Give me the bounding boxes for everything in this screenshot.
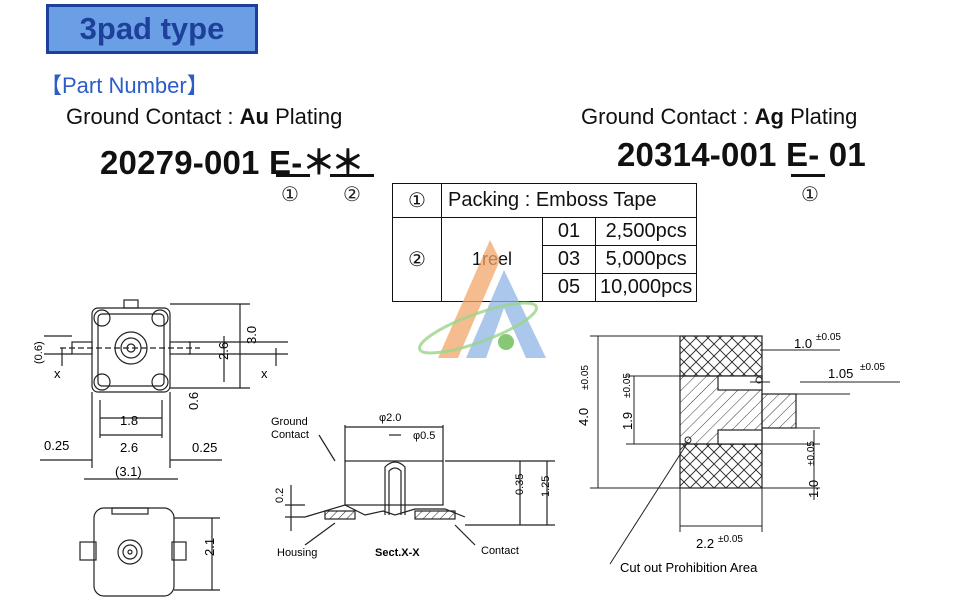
right-marker-1: ① — [801, 184, 819, 206]
dim-label: 1.8 — [120, 413, 138, 428]
dim-label: 2.6 — [216, 342, 231, 360]
left-code-underline — [276, 174, 310, 177]
option-code: 05 — [542, 273, 596, 302]
ground-label: Ground — [271, 416, 308, 428]
reel-label: 1reel — [441, 217, 543, 302]
dim-tol: ±0.05 — [816, 332, 841, 343]
dim-label: (0.6) — [33, 341, 45, 364]
left-tail-underline — [330, 174, 374, 177]
dim-label: 3.0 — [244, 326, 259, 344]
section-label: Sect.X-X — [375, 547, 420, 559]
right-ground-contact: Ground Contact : Ag Plating — [581, 104, 858, 129]
packing-row1-text: Packing : Emboss Tape — [440, 183, 698, 218]
dim-label: 2.2 — [696, 536, 714, 551]
option-code: 03 — [542, 245, 596, 274]
dim-label: 0.25 — [192, 440, 217, 455]
cutout-label: Cut out Prohibition Area — [620, 560, 758, 575]
ground-contact-label: Contact — [271, 429, 309, 441]
section-mark: x — [54, 366, 61, 381]
packing-table: ① Packing : Emboss Tape ② 1reel 01 2,500… — [392, 183, 698, 302]
packing-row1-symbol: ① — [392, 183, 442, 218]
dim-label: 2.6 — [120, 440, 138, 455]
dim-label: 1.0 — [806, 480, 821, 498]
dim-label: (3.1) — [115, 464, 142, 479]
left-part-number: 20279-001 E-＊＊ — [100, 144, 364, 181]
dim-tol: ±0.05 — [806, 441, 817, 466]
watermark-logo — [418, 240, 546, 358]
right-code-underline — [791, 174, 825, 177]
top-view-drawing: (0.6) 3.0 2.6 0.6 1.8 0.25 2.6 0.25 (3.1… — [33, 299, 288, 480]
section-title: 3pad type — [46, 4, 258, 54]
bottom-view-drawing: 2.1 — [79, 507, 220, 597]
dim-tol: ±0.05 — [718, 534, 743, 545]
option-qty: 10,000pcs — [594, 273, 698, 302]
housing-label: Housing — [277, 547, 317, 559]
dim-label: 1.05 — [828, 366, 853, 381]
left-marker-1: ① — [281, 184, 299, 206]
dim-label: 1.25 — [540, 476, 552, 497]
dim-label: 1.9 — [620, 412, 635, 430]
option-qty: 5,000pcs — [594, 245, 698, 274]
dim-label: 1.0 — [794, 336, 812, 351]
part-number-heading: 【Part Number】 — [40, 73, 209, 98]
right-part-number: 20314-001 E- 01 — [617, 136, 866, 173]
dim-label: 0.2 — [274, 488, 286, 503]
section-view-drawing: Ground Contact Housing Sect.X-X Contact … — [271, 412, 555, 559]
option-qty: 2,500pcs — [594, 217, 698, 246]
footprint-drawing: 4.0 ±0.05 1.9 ±0.05 1.0 ±0.05 1.05 ±0.05… — [576, 332, 900, 575]
dim-tol: ±0.05 — [860, 362, 885, 373]
dim-label: 0.35 — [514, 474, 526, 495]
dim-label: 4.0 — [576, 408, 591, 426]
left-marker-2: ② — [343, 184, 361, 206]
dim-label: φ0.5 — [413, 430, 435, 442]
dim-label: 0.25 — [44, 438, 69, 453]
dim-label: 2.1 — [202, 538, 217, 556]
dim-tol: ±0.05 — [622, 373, 633, 398]
dim-tol: ±0.05 — [580, 365, 591, 390]
left-ground-contact: Ground Contact : Au Plating — [66, 104, 343, 129]
dim-label: 0.6 — [186, 392, 201, 410]
contact-label: Contact — [481, 545, 519, 557]
section-mark: x — [261, 366, 268, 381]
dim-label: φ2.0 — [379, 412, 401, 424]
